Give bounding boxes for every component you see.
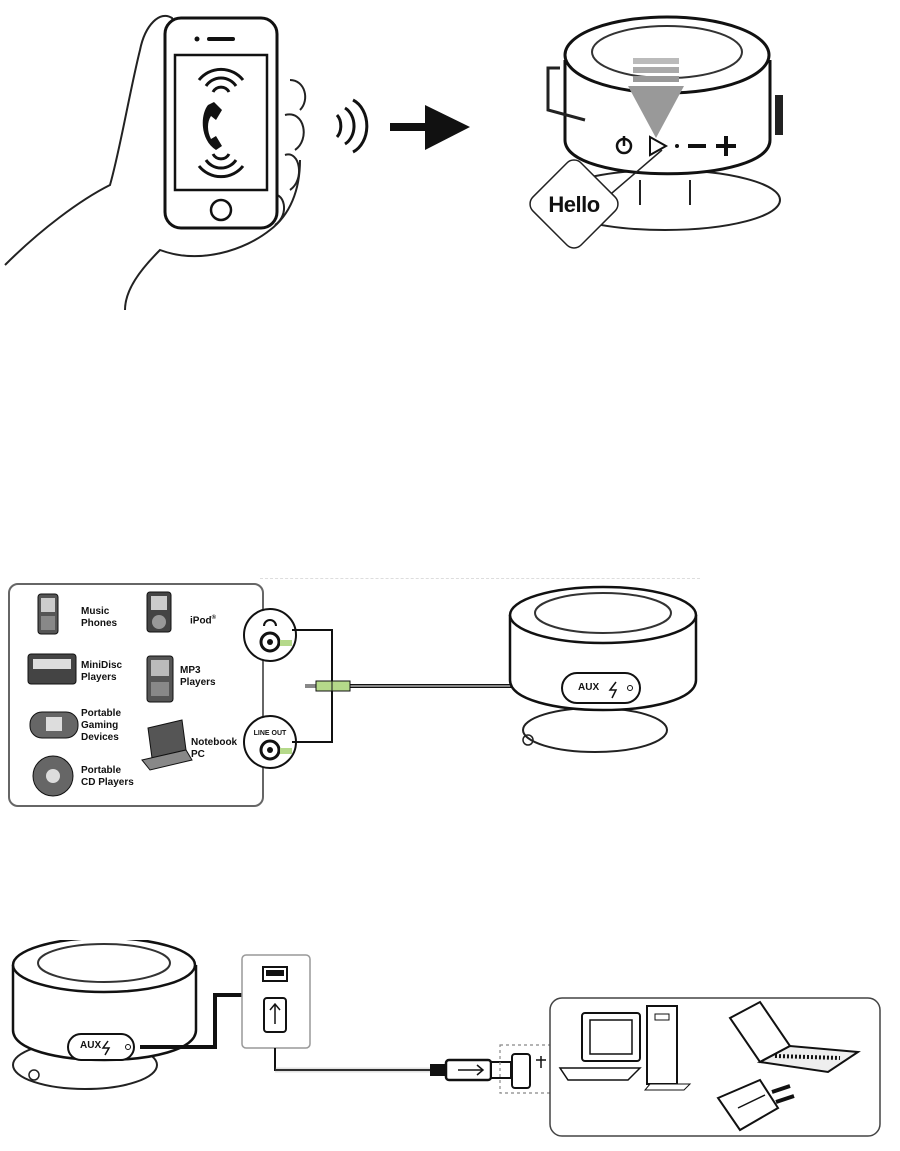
- micro-usb-inset: [242, 955, 310, 1048]
- wireless-signal-icon: [337, 100, 367, 152]
- headphone-jack: [244, 609, 296, 661]
- aux-label: AUX: [80, 1040, 101, 1051]
- aux-connection-diagram: [0, 580, 900, 810]
- mp3-player-icon: [147, 656, 173, 702]
- device-label-ipod: iPod®: [190, 612, 216, 627]
- usb-icon: [536, 1056, 546, 1068]
- line-out-label: LINE OUT: [250, 730, 290, 737]
- notebook-icon: [142, 720, 192, 770]
- arrow-right-icon: [390, 105, 470, 150]
- speaker-illustration: [13, 940, 196, 1089]
- ipod-icon: [147, 592, 171, 632]
- hello-bubble-label: Hello: [541, 192, 607, 218]
- minidisc-icon: [28, 654, 76, 684]
- minus-icon: [688, 144, 706, 148]
- usb-a-plug: [430, 1060, 511, 1080]
- divider: [260, 578, 700, 579]
- aux-label: AUX: [578, 682, 599, 693]
- cd-player-icon: [33, 756, 73, 796]
- smartphone-icon: [165, 18, 277, 228]
- music-phone-icon: [38, 594, 58, 634]
- gaming-device-icon: [30, 712, 78, 738]
- speaker-illustration: [510, 587, 696, 752]
- line-out-jack: [244, 716, 296, 768]
- aux-port-panel: [562, 673, 640, 703]
- charging-diagram: [0, 940, 900, 1151]
- pairing-illustration: [0, 0, 900, 320]
